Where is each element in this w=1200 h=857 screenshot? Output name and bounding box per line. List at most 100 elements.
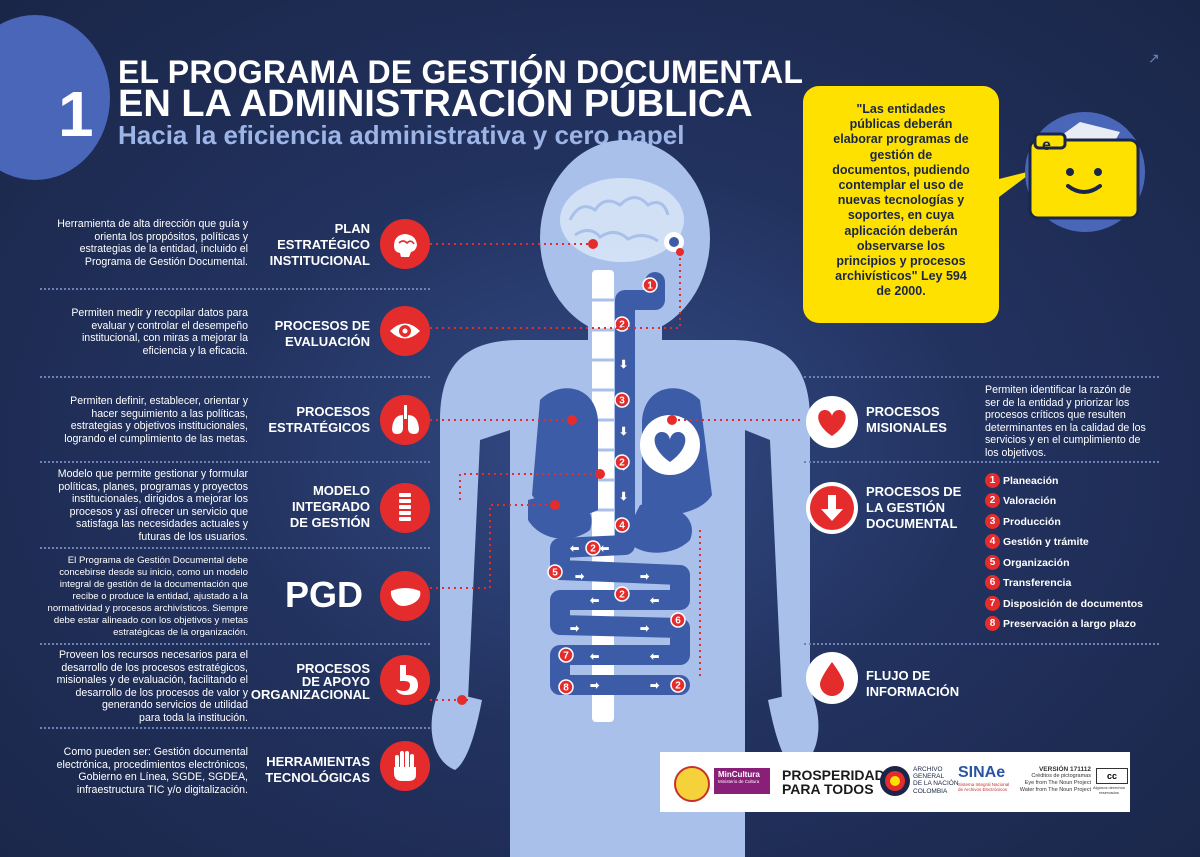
section-number: 1 <box>58 78 94 150</box>
path-number-label: 8 <box>563 683 569 694</box>
creative-commons-icon: cc <box>1096 768 1128 784</box>
quote-bubble-tail <box>995 170 1035 200</box>
stomach <box>625 504 692 553</box>
separator <box>40 461 430 463</box>
svg-text:⬅: ⬅ <box>589 651 599 663</box>
flow-arrows: ⬇⬇⬇⬇ ⬅⬅ ➡➡ ⬅⬅ ➡➡ ⬅⬅ ➡➡ <box>569 359 660 692</box>
liver-icon <box>380 571 430 621</box>
down-arrow-icon <box>806 482 858 534</box>
svg-text:➡: ➡ <box>650 680 660 692</box>
path-number-marker <box>670 677 686 693</box>
connector-dots <box>457 239 684 705</box>
separator <box>804 643 1159 645</box>
sinae-logo: SINAe Sistema Integral Nacional de Archi… <box>958 764 1010 792</box>
path-number-label: 2 <box>590 544 596 555</box>
spine-icon <box>380 483 430 533</box>
path-number-marker <box>614 316 630 332</box>
path-number-label: 4 <box>619 521 625 532</box>
drop-icon <box>806 652 858 704</box>
svg-text:➡: ➡ <box>590 680 600 692</box>
path-number-marker <box>614 517 630 533</box>
mascot-letter: e <box>1042 137 1051 154</box>
mincultura-logo: MinCultura Ministerio de Cultura <box>714 768 770 794</box>
path-number-label: 2 <box>619 590 625 601</box>
path-number-label: 5 <box>552 568 558 579</box>
svg-text:➡: ➡ <box>575 571 585 583</box>
svg-text:⬇: ⬇ <box>619 426 628 438</box>
colombia-seal-icon <box>674 766 710 802</box>
svg-text:⬅: ⬅ <box>569 543 579 555</box>
svg-text:⬅: ⬅ <box>649 651 659 663</box>
path-number-label: 2 <box>675 681 681 692</box>
separator <box>40 376 430 378</box>
svg-text:⬅: ⬅ <box>589 595 599 607</box>
lungs-icon <box>380 395 430 445</box>
path-number-marker <box>670 612 686 628</box>
connector-lines <box>430 243 800 701</box>
separator <box>40 643 430 645</box>
digestive-path <box>550 272 690 695</box>
separator <box>40 727 430 729</box>
svg-text:➡: ➡ <box>570 623 580 635</box>
liver <box>528 496 592 539</box>
path-number-label: 2 <box>619 458 625 469</box>
hand-icon <box>380 741 430 791</box>
svg-text:⬇: ⬇ <box>619 491 628 503</box>
cc-rights-text: Algunos derechos reservados <box>1092 785 1126 795</box>
heart-illustration <box>640 415 700 475</box>
share-arrow-icon[interactable]: ↗ <box>1148 50 1160 66</box>
subtitle: Hacia la eficiencia administrativa y cer… <box>118 120 685 150</box>
left-lung <box>532 388 598 515</box>
path-number-marker <box>614 586 630 602</box>
pgd-label: PGD <box>285 574 364 615</box>
separator <box>804 376 1159 378</box>
svg-text:⬇: ⬇ <box>619 359 628 371</box>
separator <box>40 288 430 290</box>
path-number-marker <box>585 540 601 556</box>
plan-estrategico-description: Herramienta de alta dirección que guía y… <box>57 218 248 268</box>
stomach-icon <box>380 655 430 705</box>
path-number-marker <box>614 392 630 408</box>
path-number-label: 7 <box>563 651 569 662</box>
separator <box>40 547 430 549</box>
mascot-folder: e <box>1025 112 1145 232</box>
path-number-label: 2 <box>619 320 625 331</box>
path-number-marker <box>642 277 658 293</box>
svg-text:➡: ➡ <box>640 571 650 583</box>
path-number-marker <box>558 647 574 663</box>
footer-logos: MinCultura Ministerio de Cultura PROSPER… <box>660 752 1130 812</box>
path-number-label: 3 <box>619 396 625 407</box>
brain-icon <box>380 219 430 269</box>
section-number-badge: 1 <box>0 15 110 180</box>
separator <box>804 461 1159 463</box>
path-number-label: 1 <box>647 281 653 292</box>
archivo-general-emblem-icon <box>880 766 910 796</box>
svg-text:➡: ➡ <box>640 623 650 635</box>
